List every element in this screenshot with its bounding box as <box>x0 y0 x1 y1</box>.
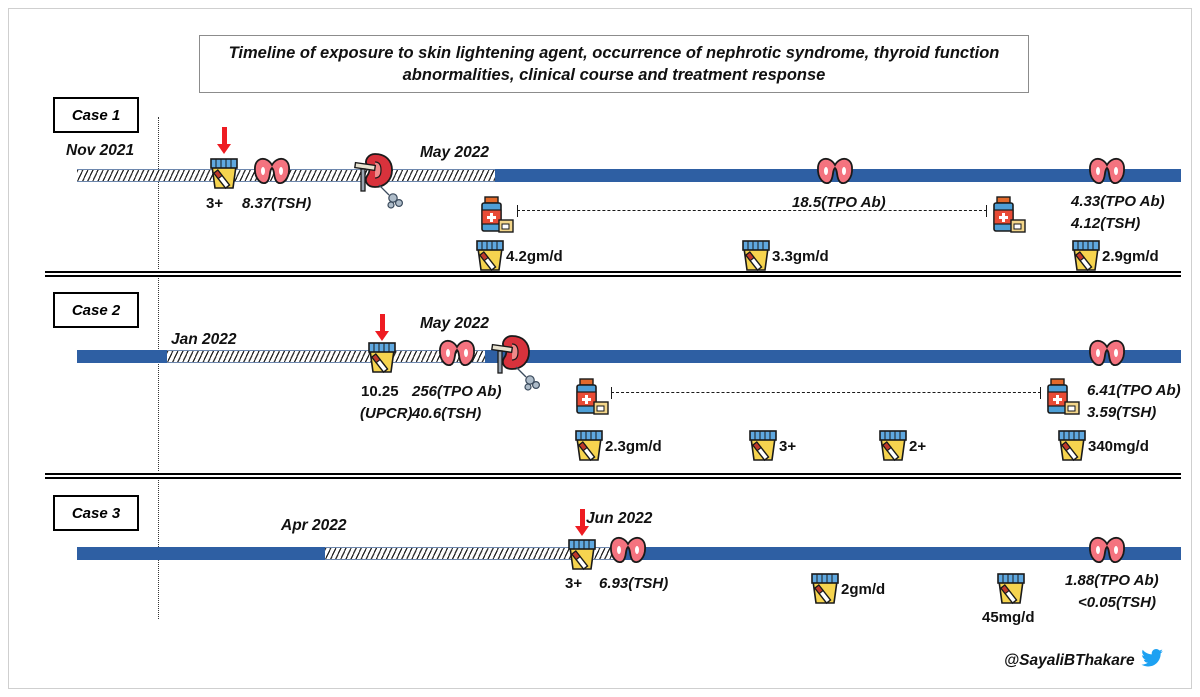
case-3-date-start: Apr 2022 <box>281 517 347 534</box>
case-3-bar-followup <box>615 547 1181 560</box>
case-1-urine-cup-icon-1 <box>207 155 241 191</box>
case-1-urine-cup-icon-2 <box>473 237 507 273</box>
case-1-value-proteinuria-3: 3.3gm/d <box>772 248 829 265</box>
case-2-urine-cup-icon-1 <box>365 339 399 375</box>
case-1-medicine-bottle-icon-start <box>477 195 515 237</box>
case-1-kidney-biopsy-icon <box>353 149 407 211</box>
case-2-urine-cup-icon-3 <box>746 427 780 463</box>
case-2-value-tpo-end-text: 6.41(TPO Ab) <box>1087 382 1181 399</box>
case-2-thyroid-icon-1 <box>437 339 477 371</box>
case-2-value-upcr-unit-text: (UPCR) <box>360 405 413 422</box>
case-1-date-start: Nov 2021 <box>66 142 135 159</box>
case-3-label-box: Case 3 <box>53 495 139 531</box>
case-1-value-tpo-mid: 18.5(TPO Ab) <box>792 194 886 211</box>
case-2-value-proteinuria-3: 2+ <box>909 438 927 455</box>
case-2-value-tsh-1-text: 40.6(TSH) <box>412 405 482 422</box>
case-2-onset-arrow-icon <box>375 314 389 341</box>
case-1-thyroid-icon-1 <box>252 157 292 189</box>
case-2-value-upcr: 10.25 <box>361 383 399 400</box>
case-3-label: Case 3 <box>71 504 121 522</box>
case-2-urine-cup-icon-4 <box>876 427 910 463</box>
case-2-value-proteinuria-1: 2.3gm/d <box>605 438 662 455</box>
section-divider-1 <box>45 271 1181 273</box>
case-3-thyroid-icon-1 <box>608 536 648 568</box>
case-3-value-proteinuria-3: 45mg/d <box>982 609 1035 626</box>
case-1-value-tsh-1-text: 8.37(TSH) <box>242 195 312 212</box>
case-1-value-proteinuria-2: 4.2gm/d <box>506 248 563 265</box>
case-1-date-mid: May 2022 <box>420 144 489 161</box>
case-1-onset-arrow-icon <box>217 127 231 154</box>
case-3-bar-exposure <box>325 547 615 560</box>
case-2-bar-followup <box>485 350 1181 363</box>
case-3-value-tsh-end: <0.05(TSH) <box>1078 594 1156 611</box>
section-divider-4 <box>45 477 1181 479</box>
section-divider-2 <box>45 275 1181 277</box>
case-3-date-mid: Jun 2022 <box>586 510 653 527</box>
case-1-value-tsh-1: 8.37(TSH) <box>242 195 311 212</box>
figure-title-box: Timeline of exposure to skin lightening … <box>199 35 1029 93</box>
case-1-value-tpo-end: 4.33(TPO Ab) <box>1071 193 1165 210</box>
case-2-kidney-biopsy-icon <box>490 331 544 393</box>
case-3-value-tpo-end: 1.88(TPO Ab) <box>1065 572 1159 589</box>
case-3-urine-cup-icon-3 <box>994 570 1028 606</box>
case-1-value-tsh-end: 4.12(TSH) <box>1071 215 1140 232</box>
case-2-urine-cup-icon-5 <box>1055 427 1089 463</box>
case-2-label: Case 2 <box>71 301 121 319</box>
case-1-value-tpo-end-text: 4.33(TPO Ab) <box>1071 193 1165 210</box>
case-2-value-tpo-1: 256(TPO Ab) <box>412 383 501 400</box>
case-3-value-tsh-end-text: <0.05(TSH) <box>1078 594 1156 611</box>
diagram-frame: Timeline of exposure to skin lightening … <box>8 8 1192 689</box>
case-3-value-tsh-1-text: 6.93(TSH) <box>599 575 669 592</box>
case-3-urine-cup-icon-2 <box>808 570 842 606</box>
case-3-value-proteinuria-1: 3+ <box>565 575 583 592</box>
case-2-bar-pre <box>77 350 167 363</box>
case-2-date-start: Jan 2022 <box>171 331 237 348</box>
case-3-value-tpo-end-text: 1.88(TPO Ab) <box>1065 572 1159 589</box>
case-2-medicine-bottle-icon-end <box>1043 377 1081 419</box>
reference-line-case2 <box>158 275 159 471</box>
reference-line-case1 <box>158 117 159 269</box>
case-1-urine-cup-icon-4 <box>1069 237 1103 273</box>
case-3-value-proteinuria-2: 2gm/d <box>841 581 886 598</box>
author-credit: @SayaliBThakare <box>1004 649 1163 672</box>
case-2-treatment-bracket <box>611 387 1041 399</box>
case-2-bar-exposure <box>167 350 485 363</box>
case-1-medicine-bottle-icon-end <box>989 195 1027 237</box>
case-2-label-box: Case 2 <box>53 292 139 328</box>
case-1-label: Case 1 <box>71 106 121 124</box>
case-2-value-tsh-1: 40.6(TSH) <box>412 405 481 422</box>
twitter-bird-icon <box>1140 649 1163 672</box>
case-1-value-proteinuria-1: 3+ <box>206 195 224 212</box>
case-1-thyroid-icon-3 <box>1087 157 1127 189</box>
case-1-thyroid-icon-2 <box>815 157 855 189</box>
case-2-urine-cup-icon-2 <box>572 427 606 463</box>
case-1-value-tpo-mid-text: 18.5(TPO Ab) <box>792 194 886 211</box>
case-2-thyroid-icon-2 <box>1087 339 1127 371</box>
case-3-onset-arrow-icon <box>575 509 589 536</box>
case-2-value-proteinuria-4: 340mg/d <box>1088 438 1149 455</box>
author-handle: @SayaliBThakare <box>1004 651 1135 669</box>
page-title: Timeline of exposure to skin lightening … <box>228 43 1000 84</box>
case-2-date-mid: May 2022 <box>420 315 489 332</box>
case-2-value-upcr-unit: (UPCR) <box>360 405 413 422</box>
case-1-treatment-bracket <box>517 205 987 217</box>
section-divider-3 <box>45 473 1181 475</box>
case-3-thyroid-icon-2 <box>1087 536 1127 568</box>
case-3-value-tsh-1: 6.93(TSH) <box>599 575 668 592</box>
case-2-value-tsh-end-text: 3.59(TSH) <box>1087 404 1157 421</box>
case-2-value-tpo-1-text: 256(TPO Ab) <box>412 383 502 400</box>
case-2-medicine-bottle-icon-start <box>572 377 610 419</box>
case-2-value-tpo-end: 6.41(TPO Ab) <box>1087 382 1181 399</box>
case-3-urine-cup-icon-1 <box>565 536 599 572</box>
case-2-value-tsh-end: 3.59(TSH) <box>1087 404 1156 421</box>
case-1-label-box: Case 1 <box>53 97 139 133</box>
case-1-value-proteinuria-4: 2.9gm/d <box>1102 248 1159 265</box>
case-3-bar-pre <box>77 547 325 560</box>
case-1-urine-cup-icon-3 <box>739 237 773 273</box>
case-2-value-proteinuria-2: 3+ <box>779 438 797 455</box>
case-1-value-tsh-end-text: 4.12(TSH) <box>1071 215 1141 232</box>
